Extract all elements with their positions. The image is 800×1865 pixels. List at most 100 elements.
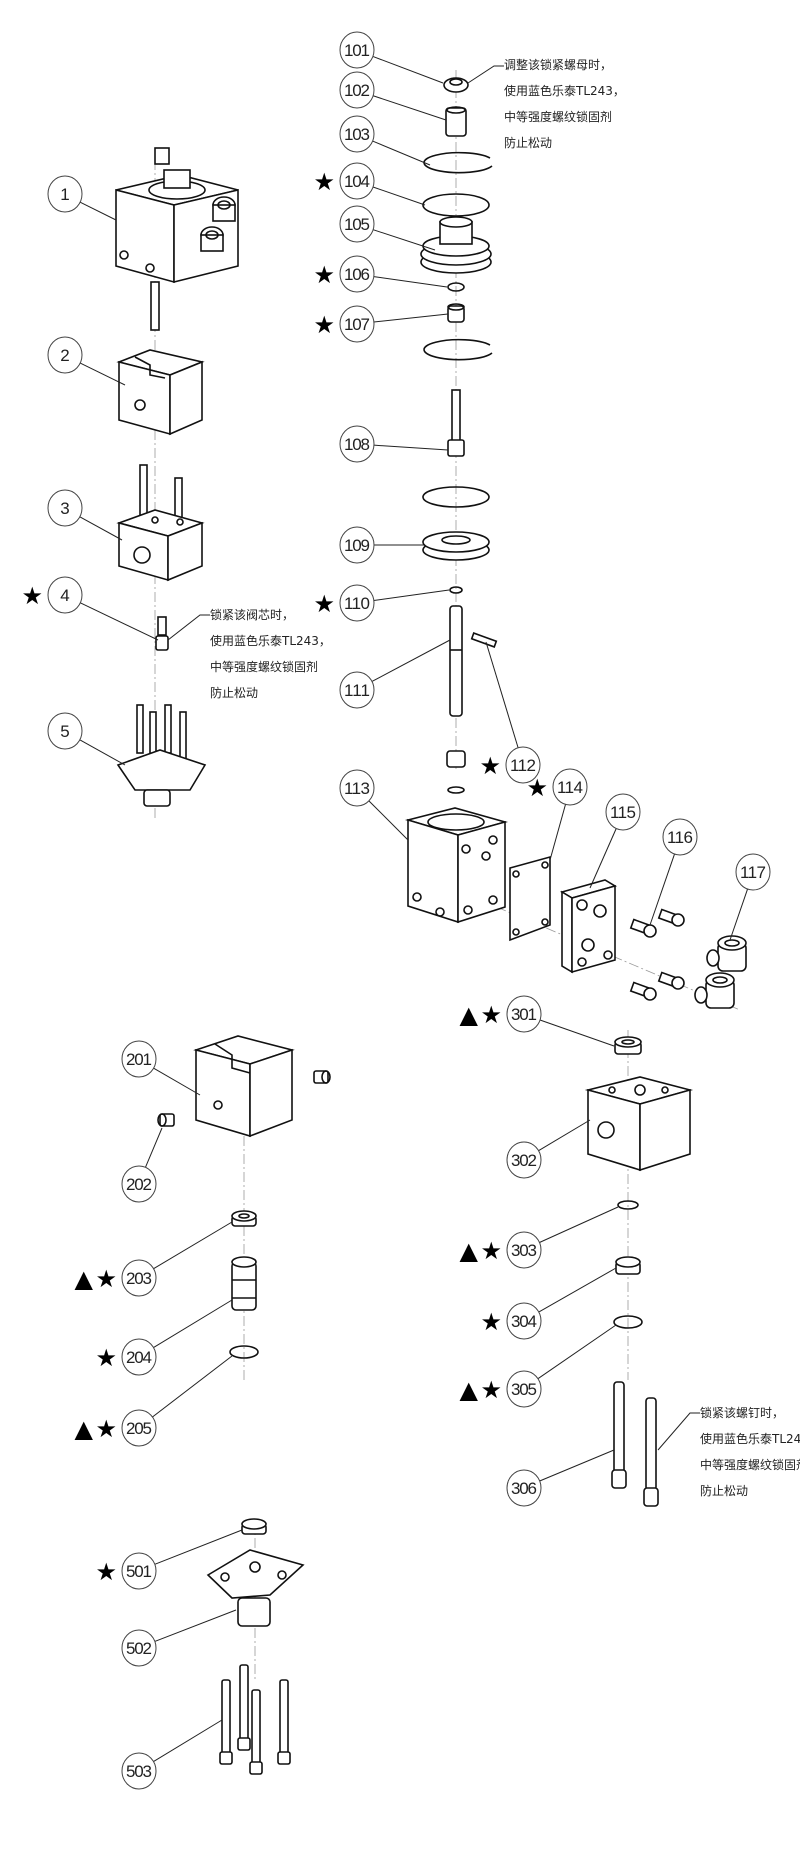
leader-line: [729, 888, 749, 941]
leader-lines: [79, 55, 749, 1763]
balloon-label: 105: [344, 215, 370, 234]
triangle-icon: ▲: [75, 1265, 94, 1293]
part-117-fittings: [694, 935, 747, 1009]
balloon-502: 502: [121, 1629, 157, 1667]
note-line: 中等强度螺纹锁固剂: [700, 1458, 800, 1472]
part-114-gasket: [509, 855, 551, 942]
leader-line: [539, 1019, 615, 1047]
part-2-slotted-block: [116, 349, 205, 436]
leader-line: [154, 1609, 237, 1642]
star-icon: ★: [526, 774, 548, 802]
leader-line: [539, 1206, 619, 1243]
leader-line: [371, 639, 451, 682]
balloon-circle: [339, 584, 375, 622]
balloon-301: 301▲★: [460, 995, 542, 1033]
star-icon: ★: [95, 1415, 117, 1443]
balloon-label: 102: [344, 81, 370, 100]
balloon-circle: [121, 1259, 157, 1297]
balloon-117: 117: [735, 853, 771, 891]
balloon-304: 304★: [480, 1302, 542, 1340]
leader-line: [372, 140, 431, 166]
balloon-circle: [339, 425, 375, 463]
star-icon: ★: [95, 1344, 117, 1372]
balloon-circle: [505, 746, 541, 784]
balloon-label: 107: [344, 315, 370, 334]
balloon-label: 112: [510, 756, 536, 775]
leader-line: [153, 1719, 223, 1763]
balloon-label: 502: [126, 1639, 152, 1658]
part-101-nut: [443, 77, 469, 93]
part-ring-109a: [422, 486, 490, 508]
balloon-label: 108: [344, 435, 370, 454]
note-leader-line: [467, 65, 504, 84]
part-1-cylinder: [115, 147, 239, 331]
leader-line: [373, 589, 450, 601]
star-icon: ★: [479, 752, 501, 780]
balloon-circle: [47, 489, 83, 527]
star-icon: ★: [95, 1558, 117, 1586]
balloon-circle: [339, 205, 375, 243]
balloon-503: 503: [121, 1752, 157, 1790]
balloon-circle: [339, 31, 375, 69]
balloon-501: 501★: [95, 1552, 157, 1590]
balloon-302: 302: [506, 1141, 542, 1179]
leader-line: [372, 186, 426, 206]
balloon-4: 4★: [21, 576, 83, 614]
balloon-circle: [121, 1040, 157, 1078]
balloon-108: 108: [339, 425, 375, 463]
leader-line: [539, 1449, 615, 1482]
triangle-icon: ▲: [460, 1376, 479, 1404]
balloon-203: 203▲★: [75, 1259, 157, 1297]
balloon-circle: [339, 115, 375, 153]
balloon-label: 116: [667, 828, 693, 847]
part-204-sleeve: [231, 1256, 257, 1311]
leader-line: [373, 444, 449, 451]
leader-line: [373, 313, 449, 323]
balloon-circle: [47, 175, 83, 213]
part-103-retaining-ring: [423, 151, 493, 174]
part-111-shaft: [449, 605, 463, 717]
star-icon: ★: [480, 1001, 502, 1029]
triangle-icon: ▲: [75, 1415, 94, 1443]
part-203-washer: [231, 1210, 257, 1227]
part-301-washer: [614, 1036, 642, 1055]
balloon-305: 305▲★: [460, 1370, 542, 1408]
balloon-label: 4: [60, 586, 69, 605]
balloon-label: 109: [344, 536, 370, 555]
balloon-109: 109: [339, 526, 375, 564]
part-201-slotted-block: [193, 1035, 295, 1138]
part-retaining-ring-2: [423, 338, 493, 361]
leader-line: [79, 516, 123, 541]
part-4-valve-core: [155, 616, 169, 651]
balloon-circle: [121, 1752, 157, 1790]
balloon-circle: [506, 1231, 542, 1269]
part-balloons: 1234★5101102103104★105106★107★108109110★…: [21, 31, 771, 1790]
note-line: 防止松动: [210, 686, 259, 700]
balloon-114: 114★: [526, 768, 588, 806]
leader-line: [549, 804, 566, 861]
balloon-circle: [339, 671, 375, 709]
note-line: 防止松动: [504, 136, 553, 150]
part-302-block: [584, 1076, 694, 1172]
balloon-label: 303: [511, 1241, 537, 1260]
balloon-label: 2: [60, 346, 69, 365]
part-501-washer: [241, 1518, 267, 1535]
leader-line: [538, 1119, 591, 1152]
note-line: 使用蓝色乐泰TL243，: [700, 1432, 800, 1446]
balloon-circle: [506, 1141, 542, 1179]
balloon-202: 202: [121, 1165, 157, 1203]
balloon-label: 305: [511, 1380, 537, 1399]
balloon-201: 201: [121, 1040, 157, 1078]
balloon-label: 106: [344, 265, 370, 284]
balloon-306: 306: [506, 1469, 542, 1507]
leader-line: [589, 828, 617, 889]
leader-line: [537, 1324, 617, 1380]
balloon-3: 3: [47, 489, 83, 527]
part-116-screws: [629, 908, 685, 1001]
balloon-label: 1: [60, 185, 69, 204]
balloon-circle: [339, 255, 375, 293]
balloon-101: 101: [339, 31, 375, 69]
star-icon: ★: [313, 168, 335, 196]
note-line: 使用蓝色乐泰TL243，: [504, 84, 625, 98]
